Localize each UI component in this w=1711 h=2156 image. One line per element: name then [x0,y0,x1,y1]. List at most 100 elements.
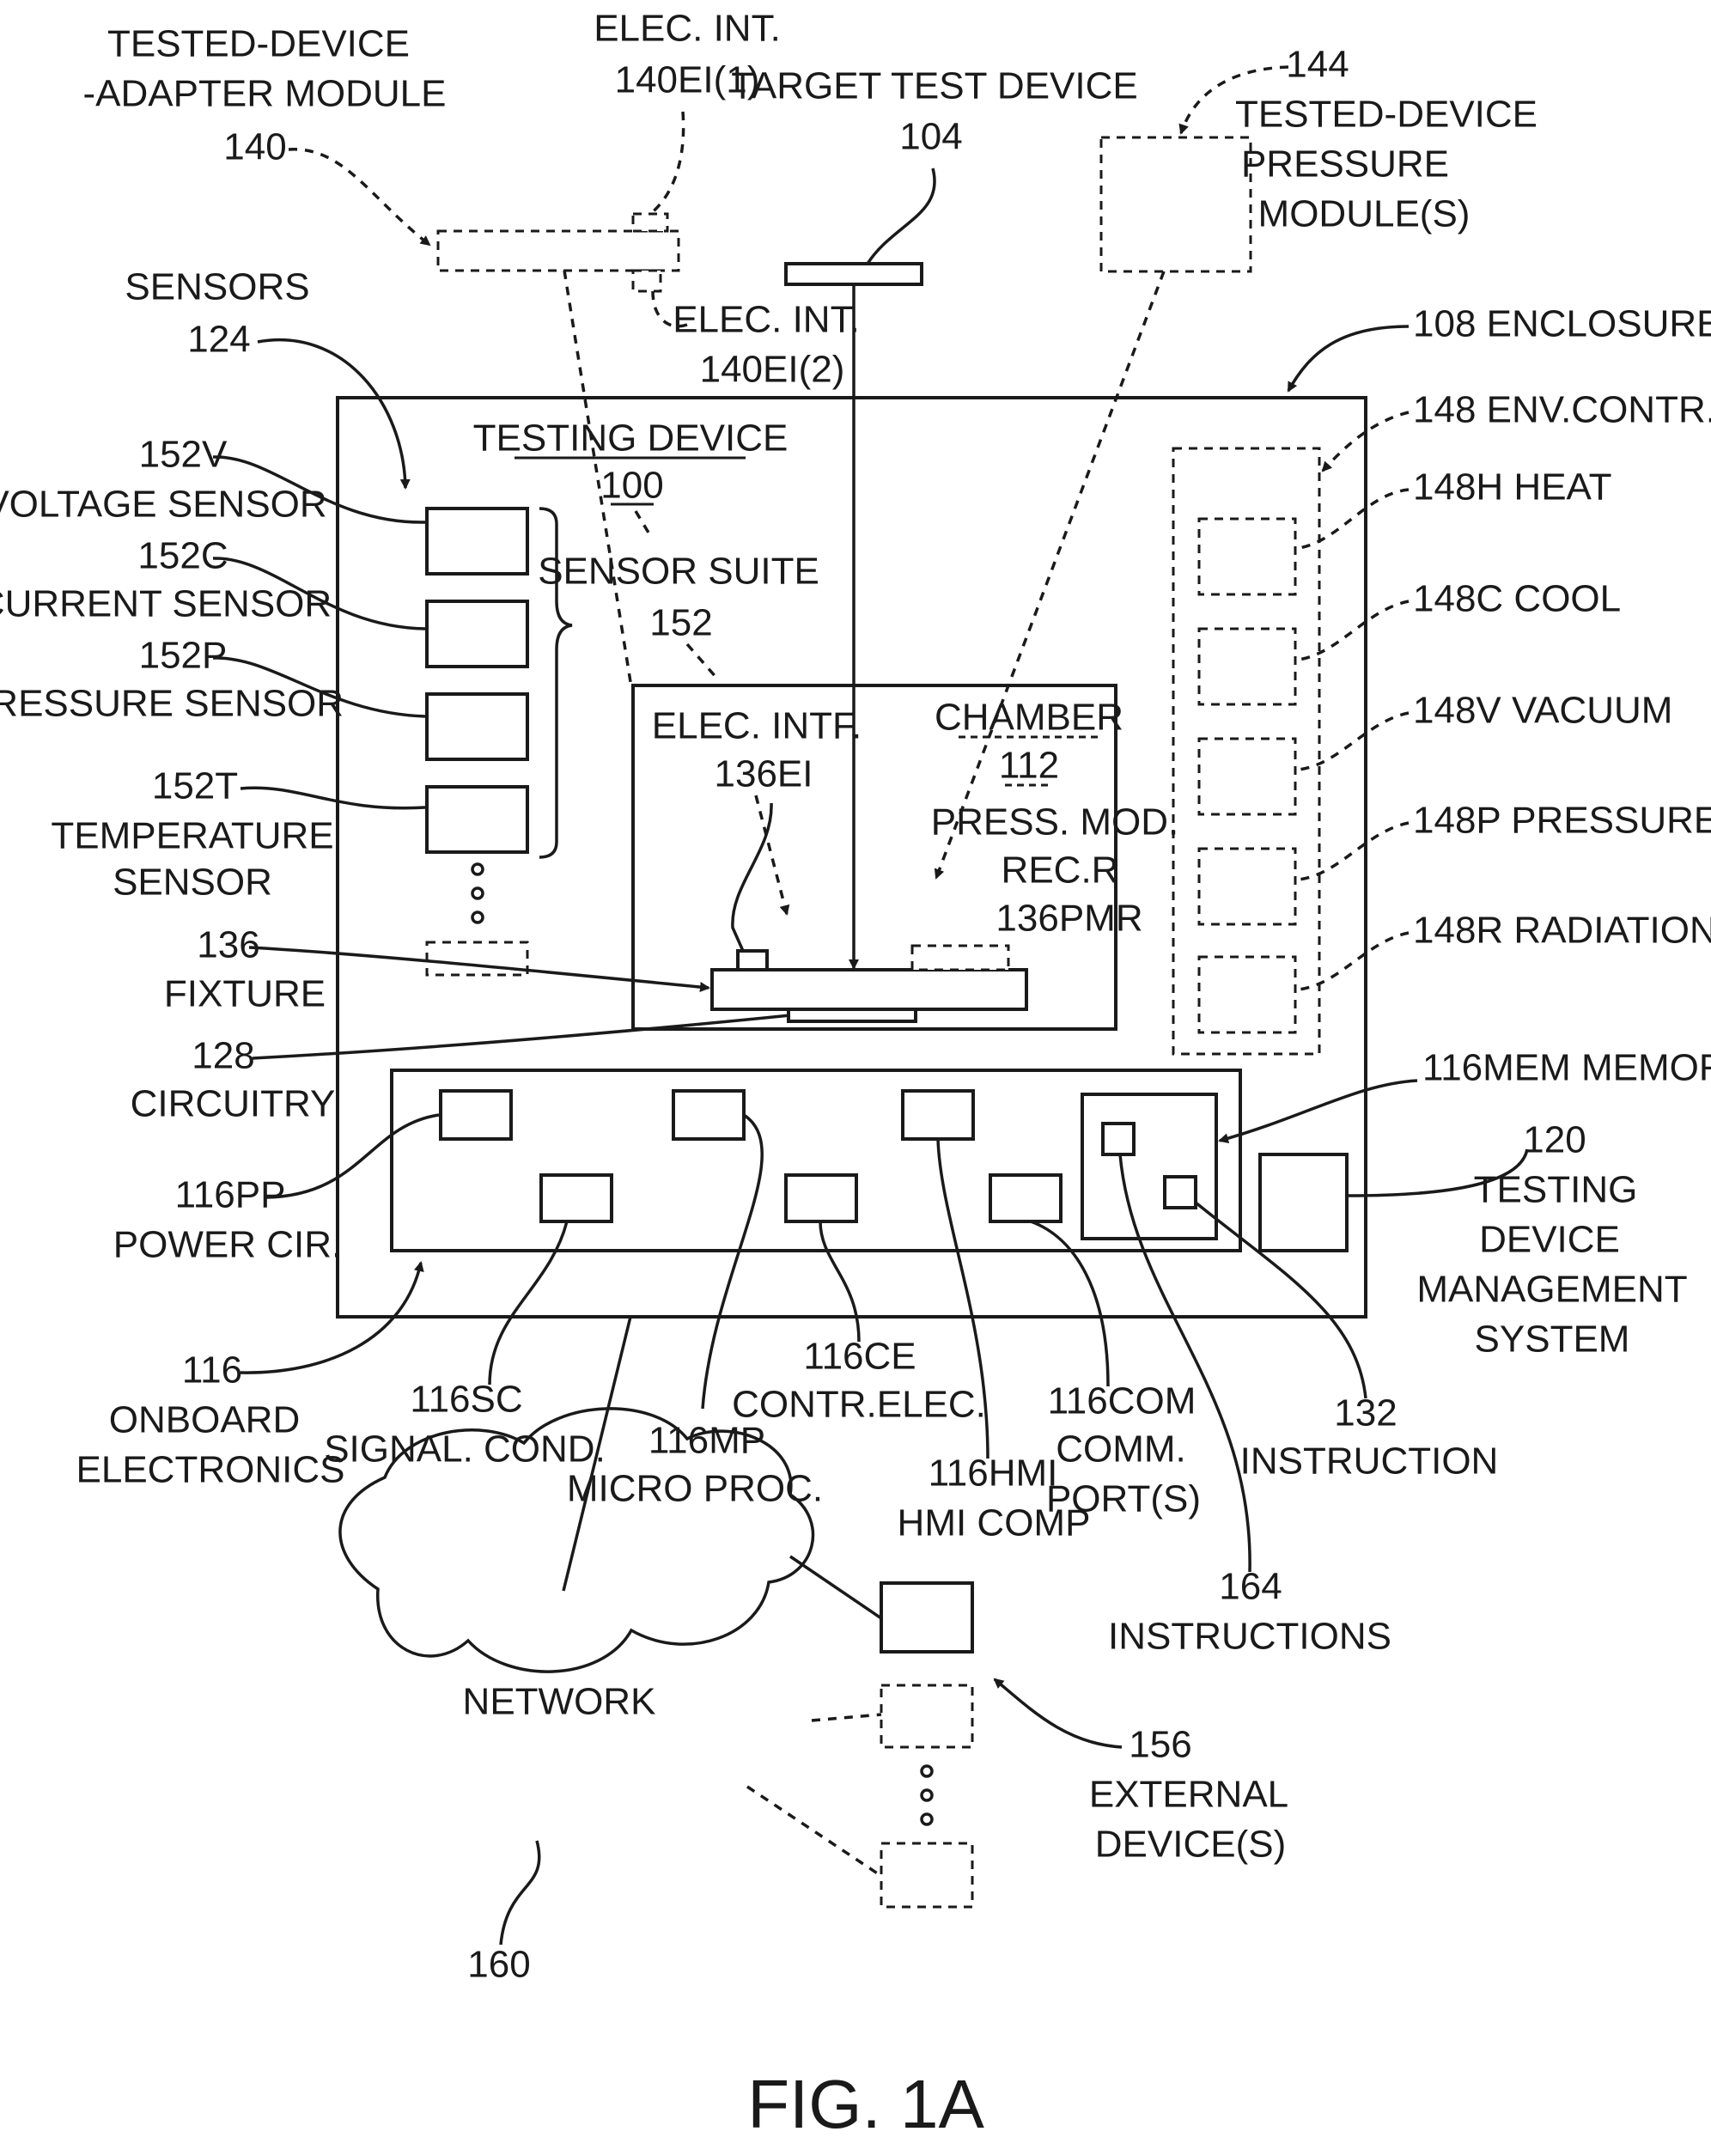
target-test-device-number: 104 [899,116,962,158]
env-control-label: 148 ENV.CONTR.SYS [1413,389,1711,431]
sensors-title: SENSORS [125,266,309,308]
external-device-dot [922,1814,932,1824]
figure-label: FIG. 1A [747,2066,984,2142]
adapter-module-title-2: -ADAPTER MODULE [83,73,447,115]
instructions-title: INSTRUCTIONS [1108,1616,1391,1658]
sensor-suite-title: SENSOR SUITE [538,551,819,593]
power-circuit-title: POWER CIR. [113,1224,342,1266]
circuitry-title: CIRCUITRY [131,1083,336,1125]
network-label: NETWORK [463,1681,656,1723]
signal-conditioner-title: SIGNAL. COND. [324,1428,606,1471]
management-system-title-4: SYSTEM [1475,1319,1630,1361]
onboard-electronics-box [392,1070,1240,1251]
leader-signal-conditioner [490,1221,567,1385]
comm-port-title-1: COMM. [1056,1428,1186,1471]
leader-memory [1220,1081,1417,1141]
onboard-electronics-title-1: ONBOARD [109,1399,300,1441]
voltage-sensor-title: VOLTAGE SENSOR [0,484,327,526]
adapter-module-number: 140 [223,126,286,168]
press-mod-rec-number: 136PMR [996,898,1142,940]
circuitry-number: 128 [192,1035,254,1077]
pressure-sensor-title: PRESSURE SENSOR [0,683,344,725]
radiation-box [1199,957,1295,1032]
control-electronics-title: CONTR.ELEC. [732,1384,986,1426]
elec-int-2-title: ELEC. INT. [673,299,860,341]
memory-box [1082,1094,1216,1239]
temperature-sensor-number: 152T [152,765,238,807]
pressure-module-title-3: MODULE(S) [1258,193,1470,235]
network-number: 160 [467,1944,530,1986]
pressure-box [1199,849,1295,924]
management-system-number: 120 [1523,1119,1586,1161]
enclosure-label: 108 ENCLOSURE [1413,303,1711,345]
instruction-title: INSTRUCTION [1240,1440,1499,1483]
leader-power-circuit [266,1115,439,1197]
current-sensor-box [427,601,527,667]
leader-sensor-suite [687,644,717,679]
external-devices-number: 156 [1129,1724,1191,1766]
instruction-number: 132 [1334,1392,1397,1434]
external-device-box-dashed [881,1843,972,1907]
cool-box [1199,629,1295,704]
leader-network [501,1841,539,1945]
sensor-suite-number: 152 [649,602,712,644]
micro-processor-box [673,1091,744,1139]
hmi-component-box [903,1091,973,1139]
external-device-dot [922,1766,932,1776]
elec-int-2-box [633,271,661,291]
elec-intf-title: ELEC. INTF. [652,705,862,747]
memory-label: 116MEM MEMORY [1422,1047,1711,1089]
pressure-module-number: 144 [1286,44,1349,86]
leader-onboard [241,1263,421,1373]
signal-conditioner-number: 116SC [410,1379,522,1421]
heat-label: 148H HEAT [1413,466,1612,509]
network-to-device-line [790,1556,881,1618]
comm-port-number: 116COM [1048,1380,1196,1422]
voltage-sensor-number: 152V [139,434,228,476]
temperature-sensor-title-2: SENSOR [113,862,272,904]
pressure-sensor-number: 152P [139,635,228,677]
leader-adapter-module [289,149,429,245]
external-device-box-dashed [881,1685,972,1747]
leader-target-device [868,168,935,264]
elec-int-1-box [633,214,667,231]
comm-port-title-2: PORT(S) [1046,1478,1201,1520]
power-circuit-box [441,1091,511,1139]
vacuum-label: 148V VACUUM [1413,690,1672,732]
pressure-label: 148P PRESSURE [1413,800,1711,842]
external-device-dot [922,1790,932,1800]
external-devices-title-2: DEVICE(S) [1095,1824,1286,1866]
leader-enclosure [1288,326,1409,391]
external-devices-title-1: EXTERNAL [1089,1774,1288,1816]
current-sensor-number: 152C [137,535,228,577]
testing-device-number: 100 [600,465,663,507]
elec-int-2-number: 140EI(2) [700,349,845,391]
adapter-module-title: TESTED-DEVICE [107,23,410,65]
sensor-dot [472,912,483,923]
external-device-box [881,1583,972,1652]
leader-circuitry [253,1015,790,1058]
target-test-device-box [786,264,922,284]
pressure-module-title-1: TESTED-DEVICE [1235,94,1537,136]
adapter-module-box [438,231,679,271]
heat-box [1199,519,1295,594]
leader-micro-processor [703,1115,762,1409]
comm-port-box [990,1175,1061,1221]
elec-intf-number: 136EI [715,753,813,795]
pressure-module-box [1101,137,1251,271]
hmi-component-number: 116HMI [929,1453,1058,1495]
network-to-device-dashed-line [812,1714,881,1721]
leader-testing-device [636,511,648,533]
cool-label: 148C COOL [1413,578,1621,620]
fixture-box [712,970,1026,1009]
press-mod-rec-title: PRESS. MOD. [931,801,1179,844]
fixture-number: 136 [197,924,259,966]
leader-external-devices [995,1679,1122,1747]
instructions-number: 164 [1219,1566,1282,1608]
micro-processor-number: 116MP [648,1420,765,1462]
fixture-title: FIXTURE [164,973,326,1015]
voltage-sensor-box [427,509,527,574]
micro-processor-title: MICRO PROC. [567,1468,823,1510]
onboard-electronics-title-2: ELECTRONICS [76,1449,345,1491]
